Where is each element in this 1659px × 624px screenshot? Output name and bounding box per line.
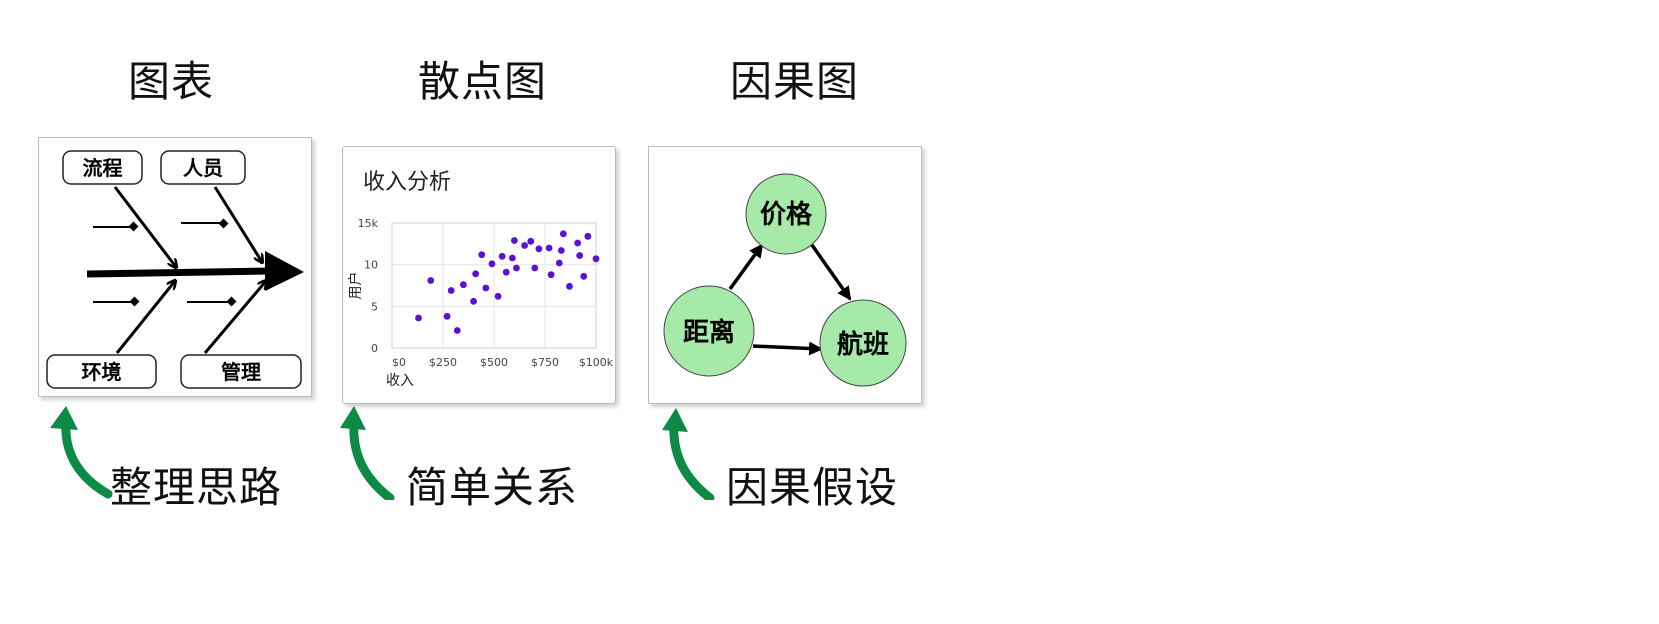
scatter-point [415, 314, 422, 322]
fishbone-diagram: 流程 人员 环境 管理 [46, 150, 304, 389]
caption-organize-thinking: 整理思路 [110, 463, 283, 512]
scatter-point [555, 259, 563, 267]
heading-causal: 因果图 [730, 57, 860, 106]
fishbone-bone-management [203, 281, 266, 354]
x-tick-label: $250 [429, 356, 457, 369]
scatter-point [566, 282, 573, 290]
scatter-point [527, 237, 535, 245]
node-price: 价格 [745, 173, 827, 255]
fishbone-bone-process [113, 186, 176, 267]
scatter-point [592, 255, 600, 263]
edge-price-to-flight [810, 243, 852, 301]
x-tick-label: $0 [392, 356, 406, 369]
scatter-point [494, 292, 502, 300]
chart-points [415, 230, 600, 334]
x-axis-label: 收入 [386, 373, 414, 389]
scatter-point [447, 287, 455, 294]
causal-diagram-card: 价格 距离 航班 [648, 146, 922, 404]
fishbone-subcause [187, 296, 237, 307]
fishbone-subcause [93, 296, 140, 307]
scatter-point [511, 237, 518, 244]
scatter-point [547, 271, 555, 279]
scatter-point [531, 264, 539, 272]
scatter-point [508, 254, 516, 262]
edge-distance-to-flight [752, 341, 823, 356]
y-axis-label: 用户 [347, 272, 364, 300]
fishbone-diagram-card: 流程 人员 环境 管理 [38, 137, 312, 397]
fishbone-box-people: 人员 [160, 150, 246, 185]
caption-simple-relation: 简单关系 [406, 463, 579, 512]
scatter-point [460, 281, 467, 289]
svg-text:价格: 价格 [760, 199, 813, 230]
fishbone-spine [86, 267, 272, 278]
x-tick-label: $100k [579, 356, 614, 369]
svg-text:管理: 管理 [221, 360, 261, 384]
heading-scatter: 散点图 [418, 57, 548, 106]
scatter-chart: 收入分析 $0 $250 $500 $750 $100k 0 5 10 15k 用户 收入 [347, 170, 614, 389]
scatter-point [488, 260, 496, 268]
fishbone-bone-environment [115, 281, 175, 354]
scatter-point [535, 245, 543, 253]
y-tick-label: 10 [364, 259, 378, 272]
scatter-point [521, 242, 528, 249]
plot-area [391, 222, 597, 349]
y-tick-label: 5 [371, 300, 378, 313]
svg-text:人员: 人员 [183, 156, 223, 180]
svg-text:距离: 距离 [683, 317, 735, 348]
scatter-chart-card: 收入分析 $0 $250 $500 $750 $100k 0 5 10 15k 用户 收入 [342, 146, 616, 404]
fishbone-subcause [93, 221, 139, 232]
fishbone-subcause [181, 218, 229, 229]
curved-up-arrow-icon [50, 406, 113, 499]
scatter-point [580, 272, 588, 280]
scatter-point [472, 270, 480, 278]
scatter-point [478, 251, 486, 259]
chart-grid [391, 222, 597, 349]
svg-text:环境: 环境 [82, 360, 122, 384]
x-tick-label: $750 [531, 356, 559, 369]
curved-up-arrow-icon [662, 408, 715, 500]
scatter-point [574, 239, 582, 247]
fishbone-box-management: 管理 [180, 354, 302, 389]
scatter-point [513, 264, 520, 272]
scatter-point [576, 252, 584, 259]
causal-diagram: 价格 距离 航班 [663, 173, 907, 387]
fishbone-bone-people [213, 186, 262, 262]
scatter-point [453, 327, 461, 334]
fishbone-head-arrow [265, 251, 304, 291]
scatter-point [545, 244, 553, 252]
scatter-point [559, 230, 567, 238]
svg-text:航班: 航班 [837, 329, 889, 360]
node-distance: 距离 [663, 285, 755, 377]
scatter-point [502, 268, 510, 276]
y-tick-label: 15k [358, 217, 379, 230]
scatter-point [470, 297, 477, 305]
curved-up-arrow-icon [340, 406, 395, 500]
heading-chart: 图表 [128, 57, 215, 106]
scatter-point [427, 277, 435, 284]
chart-title: 收入分析 [363, 170, 451, 195]
y-tick-label: 0 [371, 342, 378, 355]
x-tick-label: $500 [480, 356, 508, 369]
svg-text:流程: 流程 [83, 156, 123, 180]
caption-causal-hypothesis: 因果假设 [726, 463, 899, 512]
scatter-point [443, 312, 451, 320]
fishbone-box-environment: 环境 [46, 354, 157, 389]
fishbone-box-process: 流程 [62, 150, 143, 185]
scatter-point [557, 247, 565, 254]
scatter-point [482, 284, 490, 292]
edge-distance-to-price [728, 243, 764, 291]
chart-ticks: $0 $250 $500 $750 $100k 0 5 10 15k [358, 217, 614, 369]
scatter-point [584, 232, 592, 240]
scatter-point [498, 252, 506, 260]
node-flight: 航班 [819, 299, 907, 387]
